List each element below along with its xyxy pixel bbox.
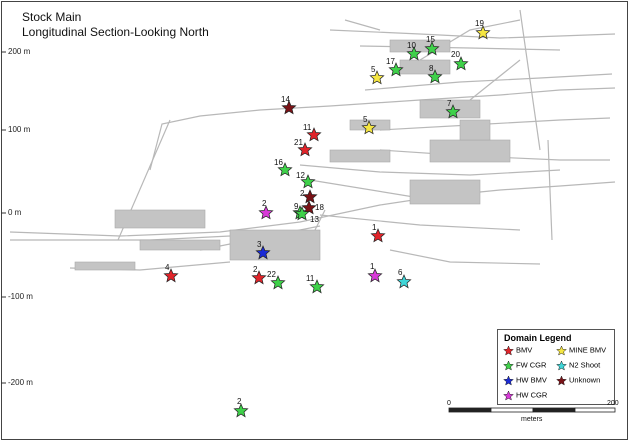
sample-label: 14 (281, 95, 290, 104)
sample-label: 2 (253, 265, 258, 274)
sample-label: 11 (306, 274, 315, 283)
sample-label: 2 (237, 397, 242, 406)
legend-label: N2 Shoot (569, 360, 601, 370)
scale-start-label: 0 (447, 400, 451, 407)
sample-label: 21 (294, 138, 303, 147)
sample-star (396, 274, 412, 289)
legend-label: BMV (516, 345, 533, 355)
sample-star (475, 25, 491, 40)
legend-star-icon (556, 345, 567, 356)
legend-item: HW BMV (503, 375, 547, 386)
sample-star (301, 200, 317, 215)
sample-label: 9 (294, 202, 299, 211)
sample-label: 12 (296, 171, 305, 180)
sample-label: 15 (426, 35, 435, 44)
sample-star (277, 162, 293, 177)
sample-star (361, 120, 377, 135)
legend-star-icon (556, 375, 567, 386)
sample-star (424, 41, 440, 56)
sample-label: 20 (451, 50, 460, 59)
y-label-100: 100 m (8, 125, 31, 134)
sample-star (294, 206, 310, 221)
y-label-200: 200 m (8, 47, 31, 56)
sample-label: 7 (447, 99, 452, 108)
sample-star (255, 245, 271, 260)
sample-label: 19 (475, 19, 484, 28)
sample-star (427, 69, 443, 84)
legend-star-icon (503, 345, 514, 356)
sample-label: 4 (165, 263, 170, 272)
legend-item: BMV (503, 345, 532, 356)
sample-label: 1 (370, 262, 375, 271)
sample-star (302, 189, 318, 204)
sample-star (251, 270, 267, 285)
y-label-minus-100: -100 m (8, 292, 33, 301)
sample-star (233, 403, 249, 418)
sample-star (297, 142, 313, 157)
sample-label: 2 (262, 199, 267, 208)
scale-unit-label: meters (521, 416, 543, 423)
legend-star-icon (503, 390, 514, 401)
legend-item: MINE BMV (556, 345, 606, 356)
sample-star (388, 62, 404, 77)
sample-label: 13 (310, 215, 319, 224)
sample-star (406, 46, 422, 61)
sample-label: 2 (300, 189, 305, 198)
sample-stars (163, 25, 491, 418)
sample-star (367, 268, 383, 283)
sample-star (300, 174, 316, 189)
sample-label: 1 (372, 223, 377, 232)
sample-label: 8 (429, 64, 434, 73)
sample-label: 3 (257, 240, 262, 249)
sample-star (453, 56, 469, 71)
scale-bar (448, 407, 616, 413)
sample-star (163, 268, 179, 283)
sample-star (369, 70, 385, 85)
legend-label: HW BMV (516, 375, 547, 385)
sample-star (370, 228, 386, 243)
legend-item: N2 Shoot (556, 360, 600, 371)
sample-star (258, 205, 274, 220)
map-title-line1: Stock Main (22, 10, 82, 24)
legend-star-icon (503, 360, 514, 371)
legend-label: MINE BMV (569, 345, 607, 355)
legend-label: Unknown (569, 375, 601, 385)
legend-star-icon (503, 375, 514, 386)
y-label-0: 0 m (8, 208, 22, 217)
scale-end-label: 200 (607, 400, 619, 407)
sample-label: 22 (267, 270, 276, 279)
sample-star (281, 100, 297, 115)
sample-label: 11 (303, 123, 312, 132)
legend-label: FW CGR (516, 360, 547, 370)
legend-title: Domain Legend (504, 333, 572, 343)
sample-star (306, 127, 322, 142)
sample-star (309, 279, 325, 294)
sample-star (445, 104, 461, 119)
sample-label: 10 (407, 41, 416, 50)
legend-item: FW CGR (503, 360, 546, 371)
sample-label: 16 (274, 158, 283, 167)
sample-star (270, 275, 286, 290)
sample-label: 5 (371, 65, 376, 74)
sample-label: 5 (363, 115, 368, 124)
legend-label: HW CGR (516, 390, 548, 400)
y-axis-ticks (1, 51, 6, 384)
map-title-line2: Longitudinal Section-Looking North (22, 25, 209, 39)
sample-label: 18 (315, 203, 324, 212)
sample-label: 6 (398, 268, 403, 277)
y-label-minus-200: -200 m (8, 378, 33, 387)
sample-label: 17 (386, 57, 395, 66)
legend-item: HW CGR (503, 390, 547, 401)
legend-star-icon (556, 360, 567, 371)
legend-item: Unknown (556, 375, 600, 386)
